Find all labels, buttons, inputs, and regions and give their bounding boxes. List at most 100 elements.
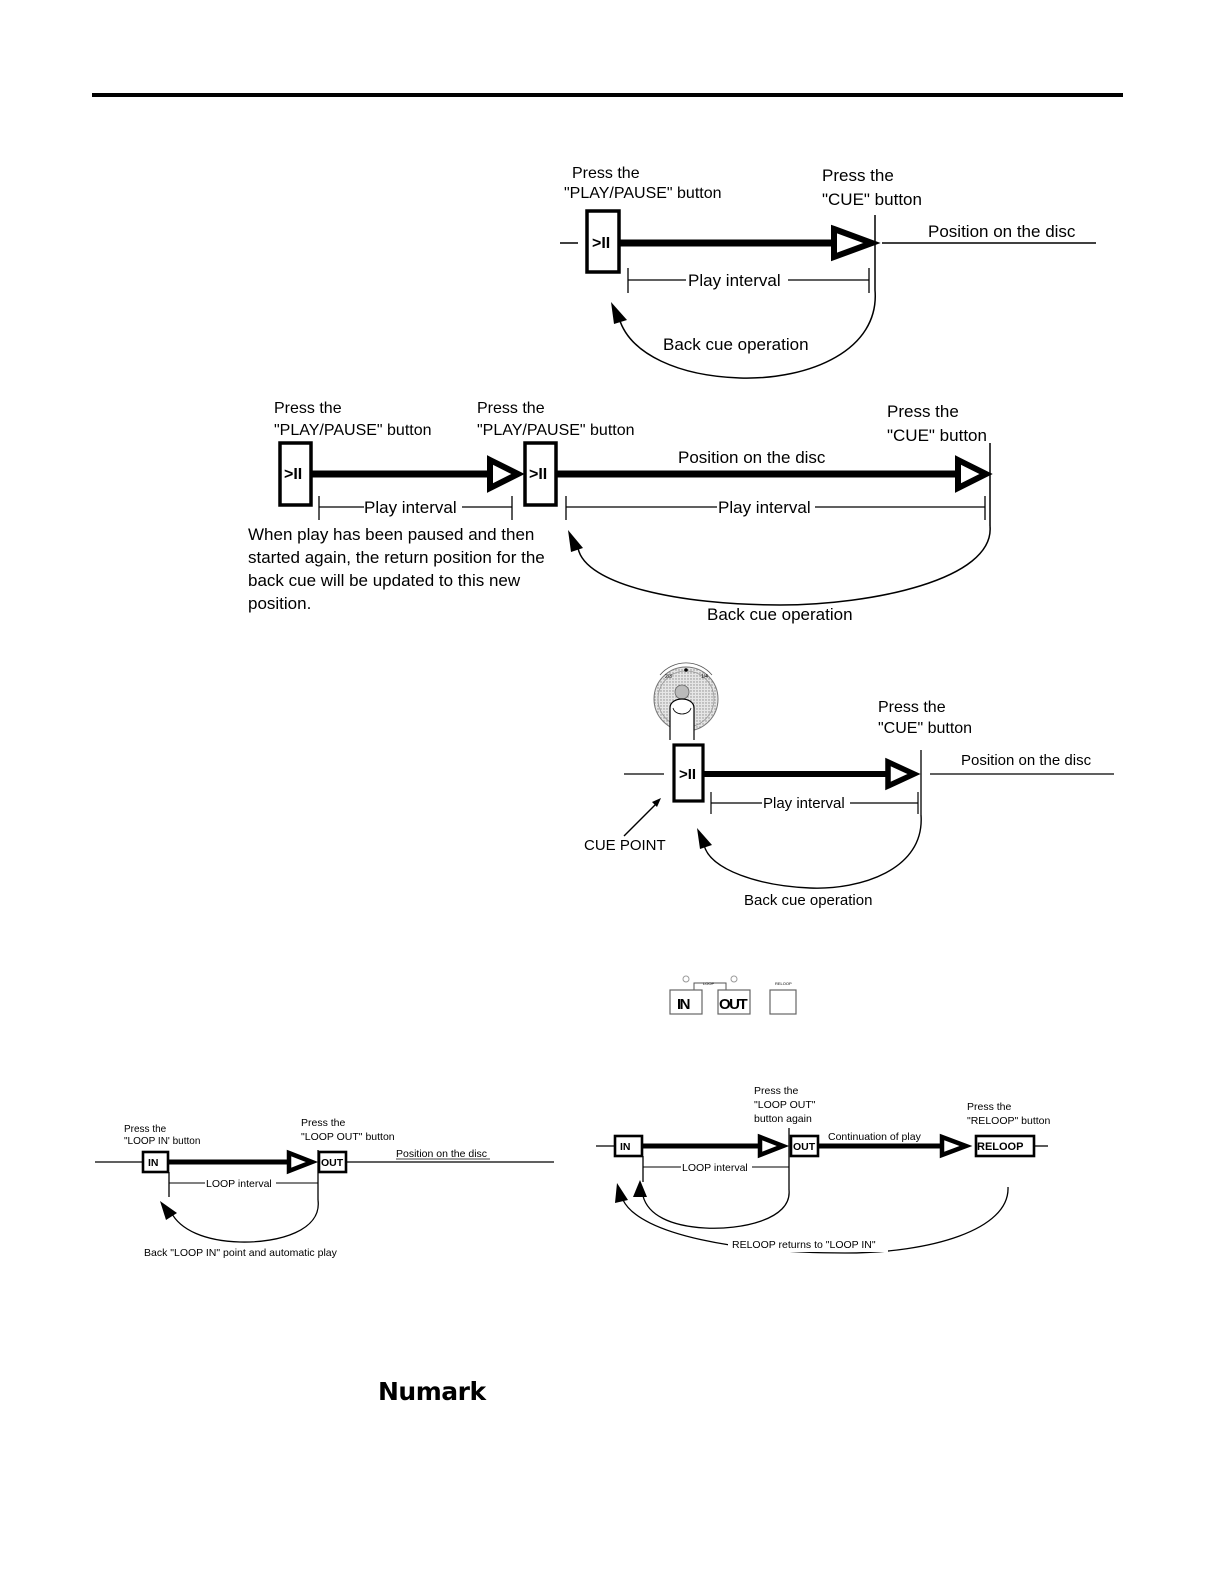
loop-interval-label: LOOP interval	[682, 1162, 748, 1174]
press-out-label-1: Press the	[301, 1117, 346, 1129]
play-arrowhead-icon	[885, 757, 921, 791]
diagram-cue-point: 2/3 1/4 Press the "CUE" button Position …	[584, 662, 1114, 909]
play-pause-button-2-icon	[523, 441, 558, 507]
back-cue-curve	[618, 289, 876, 379]
position-label: Position on the disc	[396, 1148, 487, 1160]
play-pause-glyph-2: >II	[529, 466, 547, 483]
loop-arrowhead-icon	[757, 1133, 790, 1159]
in-button-icon	[141, 1150, 170, 1174]
reloop-button-icon	[974, 1134, 1036, 1158]
press-cue-label-1: Press the	[822, 166, 894, 185]
out-button-icon	[317, 1150, 348, 1174]
reloop-arrow-icon	[615, 1183, 628, 1203]
back-cue-label: Back cue operation	[663, 335, 809, 354]
press-out-label-3: button again	[754, 1113, 812, 1125]
press-cue-label-1: Press the	[887, 402, 959, 421]
pause-restart-note: When play has been paused and then start…	[248, 523, 578, 615]
back-loop-label: Back "LOOP IN" point and automatic play	[144, 1247, 338, 1259]
loop-in-label: IN	[677, 996, 690, 1013]
note-line-2: started again, the return position for t…	[248, 548, 545, 567]
position-label: Position on the disc	[961, 752, 1092, 769]
reloop-returns-label: RELOOP returns to "LOOP IN"	[732, 1239, 876, 1251]
loop-arrowhead-icon	[286, 1149, 319, 1175]
reloop-curve	[622, 1186, 1009, 1254]
play-pause-glyph-1: >II	[284, 466, 302, 483]
play-arrowhead-icon	[831, 224, 881, 262]
position-label: Position on the disc	[678, 448, 826, 467]
play-pause-glyph: >II	[592, 235, 610, 252]
play-interval-2-label: Play interval	[718, 498, 811, 517]
press-play-label-2: "PLAY/PAUSE" button	[564, 185, 722, 202]
out-glyph: OUT	[793, 1141, 816, 1153]
play-interval-1-label: Play interval	[364, 498, 457, 517]
continuation-arrowhead-icon	[939, 1133, 973, 1159]
loop-panel: LOOP RELOOP IN OUT	[669, 975, 797, 1015]
diagram-pause-restart: Press the "PLAY/PAUSE" button Press the …	[274, 400, 993, 624]
reloop-label: RELOOP	[775, 981, 792, 986]
position-label: Position on the disc	[928, 222, 1076, 241]
back-cue-arrow-icon	[568, 530, 583, 552]
play-pause-button-icon	[672, 743, 705, 803]
back-cue-label: Back cue operation	[707, 605, 853, 624]
press-reloop-label-2: "RELOOP" button	[967, 1115, 1050, 1127]
play-pause-button-1-icon	[278, 441, 313, 507]
press-cue-label-2: "CUE" button	[822, 190, 922, 209]
press-play1-label-2: "PLAY/PAUSE" button	[274, 422, 432, 439]
press-cue-label-1: Press the	[878, 699, 946, 716]
play-arrowhead-2-icon	[955, 455, 993, 493]
press-out-label-1: Press the	[754, 1085, 799, 1097]
diagram-loop: Press the "LOOP IN' button Press the "LO…	[95, 1117, 554, 1259]
loop-back-curve	[642, 1189, 790, 1229]
press-play2-label-1: Press the	[477, 400, 545, 417]
diagram-reloop: Press the "LOOP OUT" button again Press …	[596, 1085, 1050, 1254]
finger-jog-wheel-icon: 2/3 1/4	[653, 662, 719, 740]
press-cue-label-2: "CUE" button	[878, 720, 972, 737]
loop-in-button[interactable]: IN	[669, 989, 703, 1015]
play-interval-label: Play interval	[763, 795, 845, 812]
press-reloop-label-1: Press the	[967, 1101, 1012, 1113]
numark-logo: Numark	[378, 1377, 486, 1406]
out-button-icon	[789, 1134, 820, 1158]
back-cue-arrow-icon	[611, 302, 627, 324]
play-pause-button-icon	[585, 209, 621, 274]
header-rule	[92, 93, 1123, 97]
press-play1-label-1: Press the	[274, 400, 342, 417]
note-line-4: position.	[248, 594, 312, 613]
cue-point-arrow-icon	[652, 798, 661, 807]
reloop-button[interactable]	[769, 989, 797, 1015]
in-glyph: IN	[620, 1141, 631, 1153]
back-cue-curve	[703, 814, 922, 889]
press-play2-label-2: "PLAY/PAUSE" button	[477, 422, 635, 439]
press-play-label-1: Press the	[572, 165, 640, 182]
reloop-glyph: RELOOP	[977, 1141, 1023, 1153]
svg-text:1/4: 1/4	[701, 674, 708, 680]
svg-text:2/3: 2/3	[665, 674, 672, 680]
loop-out-label: OUT	[719, 996, 748, 1013]
press-in-label-2: "LOOP IN' button	[124, 1136, 200, 1147]
play-interval-label: Play interval	[688, 271, 781, 290]
play-pause-glyph: >II	[679, 766, 696, 783]
cue-point-pointer	[623, 802, 658, 837]
loop-label: LOOP	[703, 981, 714, 986]
note-line-3: back cue will be updated to this new	[248, 571, 521, 590]
press-out-label-2: "LOOP OUT" button	[301, 1131, 395, 1143]
loop-back-arrow-icon	[633, 1180, 647, 1197]
cue-point-label: CUE POINT	[584, 837, 666, 854]
back-cue-label: Back cue operation	[744, 892, 872, 909]
back-cue-arrow-icon	[697, 828, 712, 849]
back-loop-arrow-icon	[160, 1201, 177, 1220]
note-line-1: When play has been paused and then	[248, 525, 535, 544]
out-glyph: OUT	[321, 1157, 344, 1169]
continuation-label: Continuation of play	[828, 1131, 922, 1143]
press-cue-label-2: "CUE" button	[887, 426, 987, 445]
back-loop-curve	[170, 1199, 319, 1243]
press-in-label-1: Press the	[124, 1124, 167, 1135]
play-arrowhead-1-icon	[487, 455, 525, 493]
press-out-label-2: "LOOP OUT"	[754, 1099, 816, 1111]
loop-interval-label: LOOP interval	[206, 1178, 272, 1190]
back-cue-curve	[577, 525, 991, 606]
in-glyph: IN	[148, 1157, 159, 1169]
in-button-icon	[613, 1134, 644, 1158]
diagram-back-cue: Press the "PLAY/PAUSE" button Press the …	[560, 165, 1096, 379]
loop-out-button[interactable]: OUT	[717, 989, 751, 1015]
